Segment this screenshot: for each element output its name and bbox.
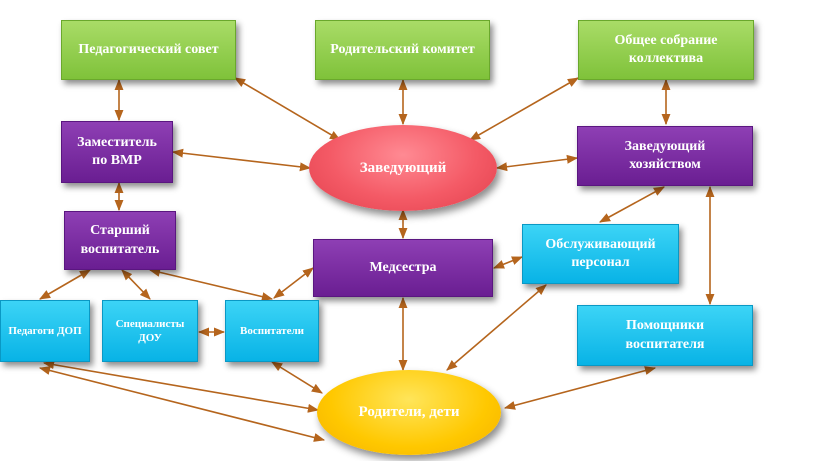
specialisty-label: Специалисты ДОУ — [115, 317, 185, 344]
vospitateli-label: Воспитатели — [240, 324, 304, 337]
vospitateli-box: Воспитатели — [225, 300, 319, 362]
arrow-vospitateli-roditeli — [271, 361, 323, 394]
obshchee-sobranie-box: Общее собрание коллектива — [578, 20, 754, 80]
rod-komitet-label: Родительский комитет — [330, 41, 475, 57]
zavhoz-label: Заведующий хозяйством — [624, 138, 706, 172]
rod-komitet-box: Родительский комитет — [315, 20, 490, 80]
ped-sovet-box: Педагогический совет — [61, 20, 236, 80]
arrow-starshiy-vospitateli — [148, 267, 274, 302]
arrow-starshiy-spec — [121, 269, 151, 300]
specialisty-box: Специалисты ДОУ — [102, 300, 198, 362]
medsestra-label: Медсестра — [369, 259, 437, 275]
zamestitel-box: Заместитель по ВМР — [61, 121, 173, 183]
arrow-obshchee-zaveduyushchiy — [469, 77, 579, 141]
obsl-personal-box: Обслуживающий персонал — [522, 224, 679, 284]
zaveduyushchiy-ellipse: Заведующий — [309, 125, 497, 211]
medsestra-box: Медсестра — [313, 239, 493, 297]
roditeli-deti-ellipse: Родители, дети — [317, 370, 501, 455]
arrow-zavhoz-obsl — [599, 186, 665, 223]
obsl-personal-label: Обслуживающий персонал — [545, 236, 656, 270]
arrow-pedsovet-zaveduyushchiy — [234, 77, 341, 141]
roditeli-deti-label: Родители, дети — [358, 404, 460, 420]
zaveduyushchiy-label: Заведующий — [359, 159, 447, 176]
pomoshchniki-box: Помощники воспитателя — [577, 305, 753, 366]
arrow-zam-zaveduyushchiy — [171, 148, 312, 172]
ped-sovet-label: Педагогический совет — [78, 41, 219, 57]
arrow-zavhoz-zaveduyushchiy — [495, 154, 579, 172]
zamestitel-label: Заместитель по ВМР — [77, 134, 157, 168]
starshiy-vospitatel-label: Старший воспитатель — [80, 223, 160, 257]
pomoshchniki-label: Помощники воспитателя — [625, 318, 705, 352]
pedagogi-dop-label: Педагоги ДОП — [8, 324, 82, 337]
arrow-obsl-roditeli — [446, 284, 547, 371]
arrow-obsl-medsestra — [492, 256, 524, 269]
arrow-pomoshch-roditeli — [503, 366, 657, 410]
zavhoz-box: Заведующий хозяйством — [577, 126, 753, 186]
pedagogi-dop-box: Педагоги ДОП — [0, 300, 90, 362]
arrow-starshiy-pedagogi — [39, 269, 91, 300]
arrow-spec-roditeli — [38, 366, 326, 442]
obshchee-sobranie-label: Общее собрание коллектива — [614, 32, 718, 66]
starshiy-vospitatel-box: Старший воспитатель — [64, 211, 176, 270]
arrow-medsestra-vospitateli — [273, 267, 314, 299]
